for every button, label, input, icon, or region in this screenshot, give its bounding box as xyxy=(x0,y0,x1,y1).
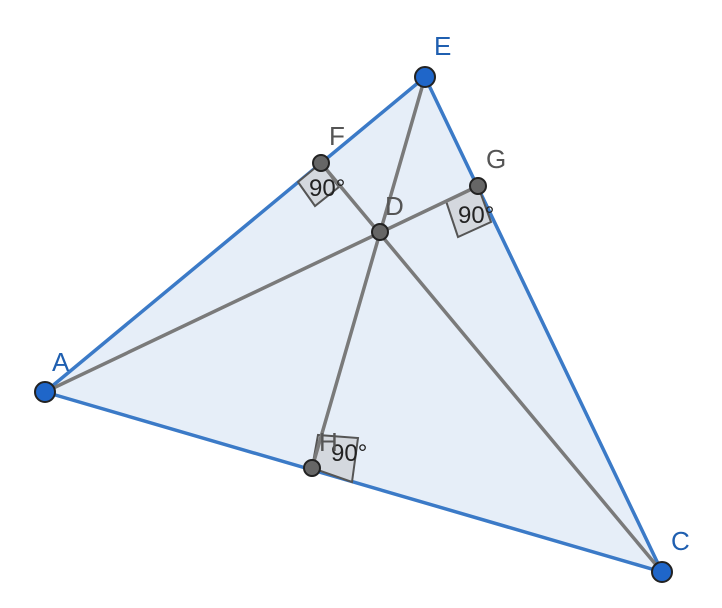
point-d[interactable] xyxy=(371,223,389,241)
label-f: F xyxy=(329,121,345,151)
label-h: H xyxy=(319,427,338,457)
point-a[interactable] xyxy=(34,381,56,403)
label-g: G xyxy=(486,144,506,174)
label-e: E xyxy=(434,31,451,61)
point-f[interactable] xyxy=(312,154,330,172)
label-c: C xyxy=(671,526,690,556)
point-e[interactable] xyxy=(414,66,436,88)
label-a: A xyxy=(52,347,70,377)
right-angle-marker-h xyxy=(310,433,360,484)
point-h[interactable] xyxy=(303,459,321,477)
altitude-a-to-g xyxy=(43,184,480,394)
label-d: D xyxy=(385,191,404,221)
angle-label-g: 90° xyxy=(458,202,494,229)
angle-label-f: 90° xyxy=(309,175,345,202)
altitude-e-to-h xyxy=(310,75,427,470)
point-c[interactable] xyxy=(651,561,673,583)
angle-label-h: 90° xyxy=(331,440,367,467)
point-g[interactable] xyxy=(469,177,487,195)
